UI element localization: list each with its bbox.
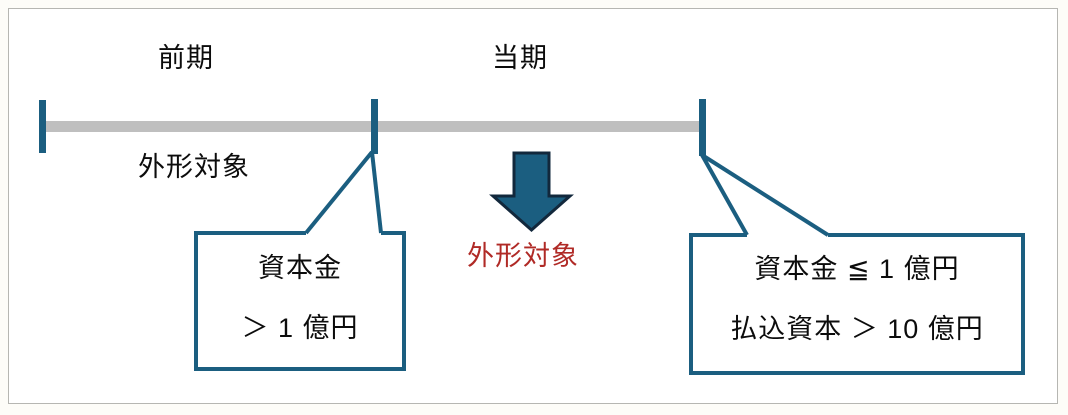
timeline-end-tick xyxy=(699,99,706,156)
previous-period-label: 前期 xyxy=(158,43,214,73)
left-callout-leader-line-a xyxy=(304,150,374,235)
timeline-start-tick xyxy=(39,100,46,153)
current-period-callout-line-1: 資本金 ≦ 1 億円 xyxy=(754,254,960,284)
down-arrow-icon xyxy=(489,151,574,233)
left-callout-leader-line-b xyxy=(370,151,383,234)
left-callout-box xyxy=(194,231,406,371)
current-period-callout-line-2: 払込資本 ＞ 10 億円 xyxy=(730,314,984,344)
current-period-label: 当期 xyxy=(492,43,548,73)
right-callout-box xyxy=(689,233,1025,375)
previous-period-status-label: 外形対象 xyxy=(138,152,250,182)
timeline-boundary-tick xyxy=(371,99,378,154)
previous-period-callout-line-1: 資本金 xyxy=(258,253,342,283)
previous-period-callout-line-2: ＞ 1 億円 xyxy=(241,313,359,343)
current-period-status-label: 外形対象 xyxy=(467,241,579,271)
right-callout-leader-line-a xyxy=(700,154,749,236)
right-callout-leader-line-b xyxy=(700,153,830,237)
